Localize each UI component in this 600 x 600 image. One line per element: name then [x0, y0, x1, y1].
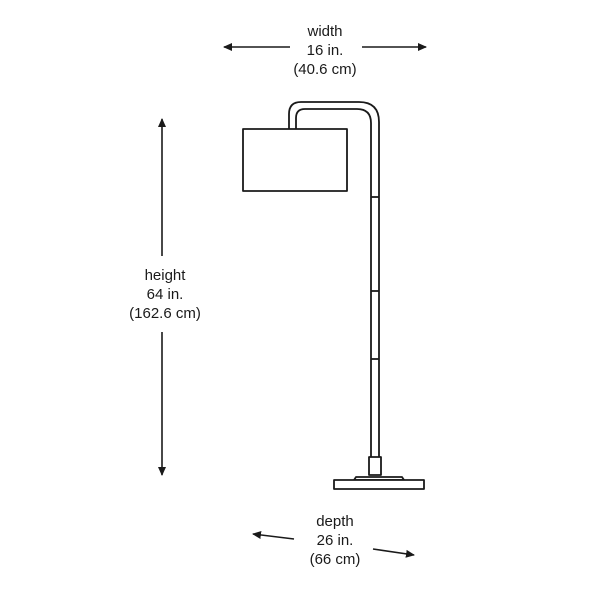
depth-arrow-left — [252, 530, 295, 540]
lamp-arm-outer — [288, 101, 380, 457]
height-title: height — [144, 267, 186, 284]
pole-neck — [368, 456, 382, 476]
floor-lamp-drawing — [242, 101, 425, 490]
width-imperial-value: 16 in. — [306, 42, 344, 59]
depth-title: depth — [316, 513, 354, 530]
width-label: width 16 in. (40.6 cm) — [265, 22, 385, 79]
height-metric-value: (162.6 cm) — [129, 305, 201, 322]
depth-arrow — [252, 530, 415, 558]
width-title: width — [307, 23, 343, 40]
height-imperial-value: 64 in. — [146, 286, 184, 303]
depth-imperial-value: 26 in. — [316, 532, 354, 549]
depth-arrow-right — [372, 548, 415, 558]
height-label: height 64 in. (162.6 cm) — [105, 266, 225, 323]
depth-label: depth 26 in. (66 cm) — [275, 512, 395, 569]
lamp-arm-inner — [295, 108, 372, 457]
depth-metric-value: (66 cm) — [309, 551, 361, 568]
width-metric-value: (40.6 cm) — [293, 61, 357, 78]
lamp-shade — [242, 128, 348, 192]
lamp-base — [333, 479, 425, 490]
